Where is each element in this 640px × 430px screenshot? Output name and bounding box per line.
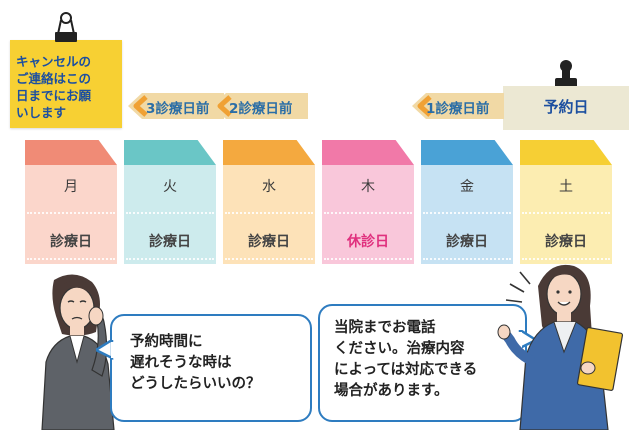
arrow-label-3: 3診療日前 <box>146 101 210 117</box>
bubble-tail-icon <box>96 340 114 360</box>
stamp-clip-icon <box>555 60 577 88</box>
arrow-label-1: 1診療日前 <box>426 101 490 117</box>
day-column-sat: 土 診療日 <box>520 140 612 264</box>
cancel-note-text: キャンセルの ご連絡はこの 日までにお願 いします <box>16 54 92 120</box>
day-label: 金 <box>460 179 474 195</box>
cancel-note <box>10 40 122 128</box>
arrow-left-icon <box>412 93 504 119</box>
day-column-thu: 木 休診日 <box>322 140 414 264</box>
bubble-tail-icon <box>518 330 536 350</box>
day-column-wed: 水 診療日 <box>223 140 315 264</box>
day-column-fri: 金 診療日 <box>421 140 513 264</box>
day-label: 月 <box>64 179 78 195</box>
question-speech-bubble <box>110 314 312 422</box>
day-label: 火 <box>163 179 177 195</box>
day-status: 診療日 <box>248 234 290 250</box>
day-column-tue: 火 診療日 <box>124 140 216 264</box>
answer-speech-bubble <box>318 304 527 422</box>
answer-text: 当院までお電話 ください。治療内容 によっては対応できる 場合があります。 <box>334 320 478 399</box>
arrow-label-2: 2診療日前 <box>229 101 293 117</box>
arrow-left-icon <box>128 93 224 119</box>
binder-clip-icon <box>55 12 77 42</box>
day-label: 水 <box>262 179 276 195</box>
reservation-note <box>503 86 629 130</box>
day-status: 診療日 <box>50 234 92 250</box>
day-label: 木 <box>361 179 375 195</box>
reservation-note-label: 予約日 <box>543 98 589 116</box>
worried-woman-illustration <box>41 274 115 430</box>
receptionist-illustration <box>497 264 624 430</box>
day-status: 診療日 <box>149 234 191 250</box>
arrow-left-icon <box>212 93 308 119</box>
day-column-mon: 月 診療日 <box>25 140 117 264</box>
question-text: 予約時間に 遅れそうな時は どうしたらいいの？ <box>130 334 261 392</box>
day-status: 診療日 <box>545 234 587 250</box>
day-status: 診療日 <box>446 234 488 250</box>
day-status-closed: 休診日 <box>347 234 389 250</box>
day-label: 土 <box>559 179 573 195</box>
